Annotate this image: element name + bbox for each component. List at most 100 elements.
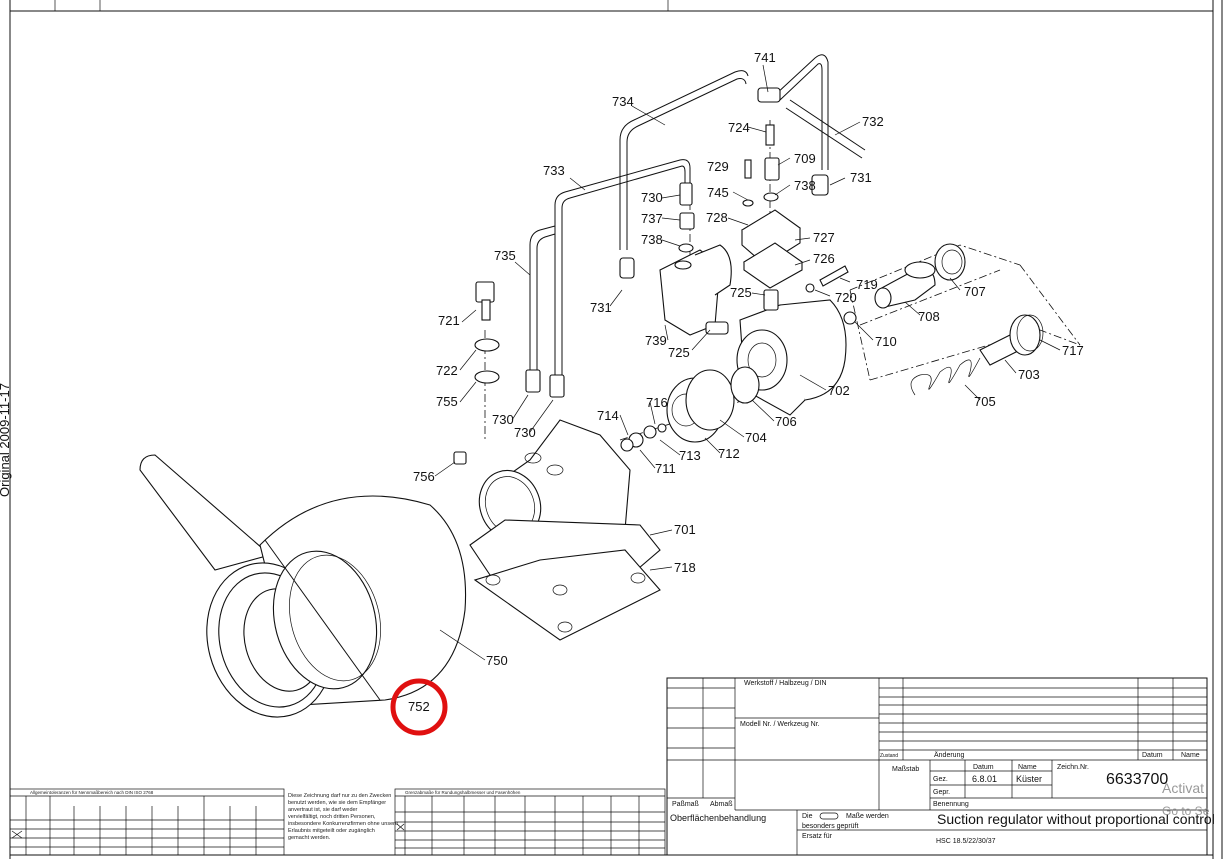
fillet-tol-title: Grenzabmaße für Rundungshalbmesser und F… [405,790,521,795]
callout-719: 719 [856,277,878,292]
besonders-label: besonders geprüft [802,823,858,830]
callout-722: 722 [436,363,458,378]
callout-731b: 731 [590,300,612,315]
callout-727: 727 [813,230,835,245]
callout-756: 756 [413,469,435,484]
name-header: Name [1018,764,1037,771]
general-tolerance-table: Allgemeintoleranzen für Nennmaßbereich n… [9,788,285,856]
sheet-frame [9,0,1223,859]
watermark-line-2: Go to Se [1162,804,1210,818]
callout-705: 705 [974,394,996,409]
callout-716: 716 [646,395,668,410]
copyright-note: Diese Zeichnung darf nur zu den Zwecken … [288,793,398,841]
callout-708: 708 [918,309,940,324]
callout-712: 712 [718,446,740,461]
callout-750: 750 [486,653,508,668]
general-tol-title: Allgemeintoleranzen für Nennmaßbereich n… [30,790,154,795]
callout-732: 732 [862,114,884,129]
gez-label: Gez. [933,776,948,783]
copyright-line-3: anvertraut ist, sie darf weder [288,807,358,813]
copyright-line-5: insbesondere Konkurrenzfirmen ohne unser… [288,821,398,827]
callout-703: 703 [1018,367,1040,382]
copyright-line-7: gemacht werden. [288,835,331,841]
callout-735: 735 [494,248,516,263]
callout-738a: 738 [794,178,816,193]
callout-730b: 730 [492,412,514,427]
copyright-line-6: Erlaubnis mitgeteilt oder zugänglich [288,828,375,834]
datum-col-label: Datum [1142,752,1163,759]
callout-721: 721 [438,313,460,328]
callout-724: 724 [728,120,750,135]
callout-738b: 738 [641,232,663,247]
side-stamp: Original 2009-11-17 [0,383,12,497]
part-728-block [741,209,803,289]
callout-711: 711 [655,461,676,476]
callout-728: 728 [706,210,728,225]
werkstoff-label: Werkstoff / Halbzeug / DIN [744,680,827,687]
copyright-line-4: vervielfältigt, noch dritten Personen, [288,814,376,820]
passmass-label: Paßmaß [672,801,699,808]
callout-709: 709 [794,151,816,166]
callout-718: 718 [674,560,696,575]
zeichn-nr-label: Zeichn.Nr. [1057,764,1089,771]
copyright-line-1: Diese Zeichnung darf nur zu den Zwecken [288,793,391,799]
callout-714: 714 [597,408,619,423]
callout-734: 734 [612,94,634,109]
name-col-label: Name [1181,752,1200,759]
copyright-line-2: benutzt werden, wie sie dem Empfänger [288,800,386,806]
datum-header: Datum [973,764,994,771]
oberflaeche-label: Oberflächenbehandlung [670,813,766,823]
model-codes: HSC 18.5/22/30/37 [936,838,996,845]
callout-702: 702 [828,383,850,398]
callout-729: 729 [707,159,729,174]
callout-731a: 731 [850,170,872,185]
callout-739: 739 [645,333,667,348]
callout-701: 701 [674,522,696,537]
zustand-label: Zustand [880,753,898,759]
callout-707: 707 [964,284,986,299]
drawing-number: 6633700 [1106,771,1168,788]
leader-lines [434,64,1061,661]
gepr-label: Gepr. [933,789,950,796]
part-706 [730,366,760,404]
callout-labels: 741 734 724 732 729 709 733 745 738 731 … [408,50,1084,714]
highlight-circle-752 [390,678,448,736]
callout-706: 706 [775,414,797,429]
callout-717: 717 [1062,343,1084,358]
callout-741: 741 [754,50,776,65]
part-739-solenoid [659,244,732,336]
benennung-value: Suction regulator without proportional c… [937,811,1215,827]
benennung-label: Benennung [933,801,969,808]
abmass-label: Abmaß [710,801,733,808]
fillet-tolerance-table: Grenzabmaße für Rundungshalbmesser und F… [394,788,666,856]
ersatz-label: Ersatz für [802,833,833,840]
pipe-lines [529,54,866,380]
callout-720: 720 [835,290,857,305]
part-701-valve-body [469,419,661,641]
callout-725a: 725 [730,285,752,300]
massstab-label: Maßstab [892,766,919,773]
part-750-housing [139,454,467,718]
aenderung-label: Änderung [934,751,964,759]
callout-704: 704 [745,430,767,445]
callout-725b: 725 [668,345,690,360]
callout-737: 737 [641,211,663,226]
die-label: Die [802,813,813,820]
callout-745: 745 [707,185,729,200]
masse-werden-label: Maße werden [846,813,889,820]
callout-726: 726 [813,251,835,266]
callout-710: 710 [875,334,897,349]
callout-713: 713 [679,448,701,463]
callout-730c: 730 [514,425,536,440]
gez-date: 6.8.01 [972,774,997,784]
small-parts [620,243,1044,452]
modell-label: Modell Nr. / Werkzeug Nr. [740,721,820,728]
callout-730a: 730 [641,190,663,205]
gez-name: Küster [1016,774,1042,784]
callout-752: 752 [408,699,430,714]
fittings [453,87,829,465]
callout-755: 755 [436,394,458,409]
callout-733: 733 [543,163,565,178]
watermark-line-1: Activat [1162,780,1204,796]
